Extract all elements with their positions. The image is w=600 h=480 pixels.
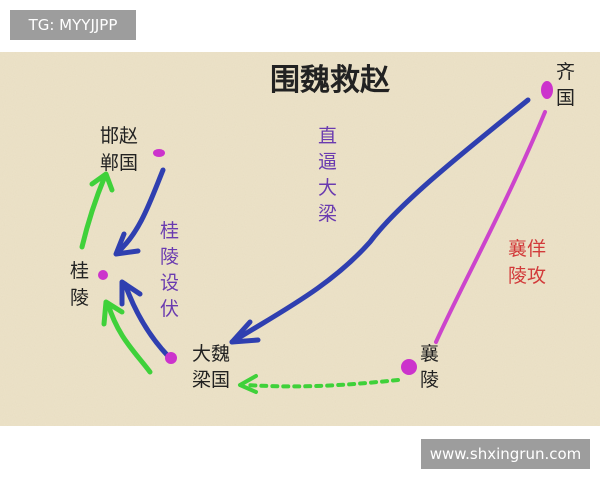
annotation-line: 陵攻	[508, 265, 546, 287]
campaign-map: 围魏救赵 邯赵 郸国 桂 陵 大魏 梁国 襄	[0, 52, 600, 426]
annotation-char: 逼	[318, 151, 337, 173]
annotation-guiling-ambush: 桂 陵 设 伏	[160, 220, 179, 320]
route-handan-to-guiling	[113, 167, 166, 257]
route-qi-to-xiangling	[434, 110, 547, 344]
place-label-handan-top: 邯赵	[100, 125, 138, 147]
route-guiling-to-handan	[79, 171, 115, 250]
place-label-daliang-top: 大魏	[192, 343, 230, 365]
annotation-char: 设	[160, 272, 179, 294]
annotation-zhibi-daliang: 直 逼 大 梁	[318, 125, 337, 225]
route-daliang-to-guiling-green	[101, 299, 153, 375]
place-label-handan-bottom: 郸国	[100, 152, 138, 174]
annotation-char: 大	[318, 177, 337, 199]
annotation-char: 直	[318, 125, 337, 147]
watermark-tag-top: TG: MYYJJPP	[10, 10, 136, 40]
route-daliang-to-guiling	[119, 279, 171, 359]
place-label-xiangling-top: 襄	[420, 343, 439, 365]
place-label-xiangling-bottom: 陵	[420, 369, 439, 391]
place-label-daliang-bottom: 梁国	[192, 369, 230, 391]
annotation-char: 梁	[318, 203, 337, 225]
annotation-feint-xiangling: 襄佯 陵攻	[508, 238, 546, 287]
map-title: 围魏救赵	[270, 63, 391, 98]
annotation-char: 陵	[160, 246, 179, 268]
place-label-guiling-top: 桂	[70, 260, 89, 282]
annotation-line: 襄佯	[508, 238, 546, 260]
route-qi-to-daliang	[229, 97, 531, 345]
location-dot-daliang	[165, 352, 177, 364]
website-tag-bottom: www.shxingrun.com	[421, 439, 590, 469]
location-dot-guiling	[98, 270, 108, 280]
location-dot-handan	[153, 149, 165, 157]
location-dot-qi	[541, 81, 553, 99]
location-dot-xiangling	[401, 359, 417, 375]
place-label-qi-top: 齐	[556, 61, 575, 83]
annotation-char: 桂	[160, 220, 179, 242]
annotation-char: 伏	[160, 298, 179, 320]
place-label-qi-bottom: 国	[556, 87, 575, 109]
place-label-guiling-bottom: 陵	[70, 287, 89, 309]
route-xiangling-to-daliang	[238, 374, 400, 394]
